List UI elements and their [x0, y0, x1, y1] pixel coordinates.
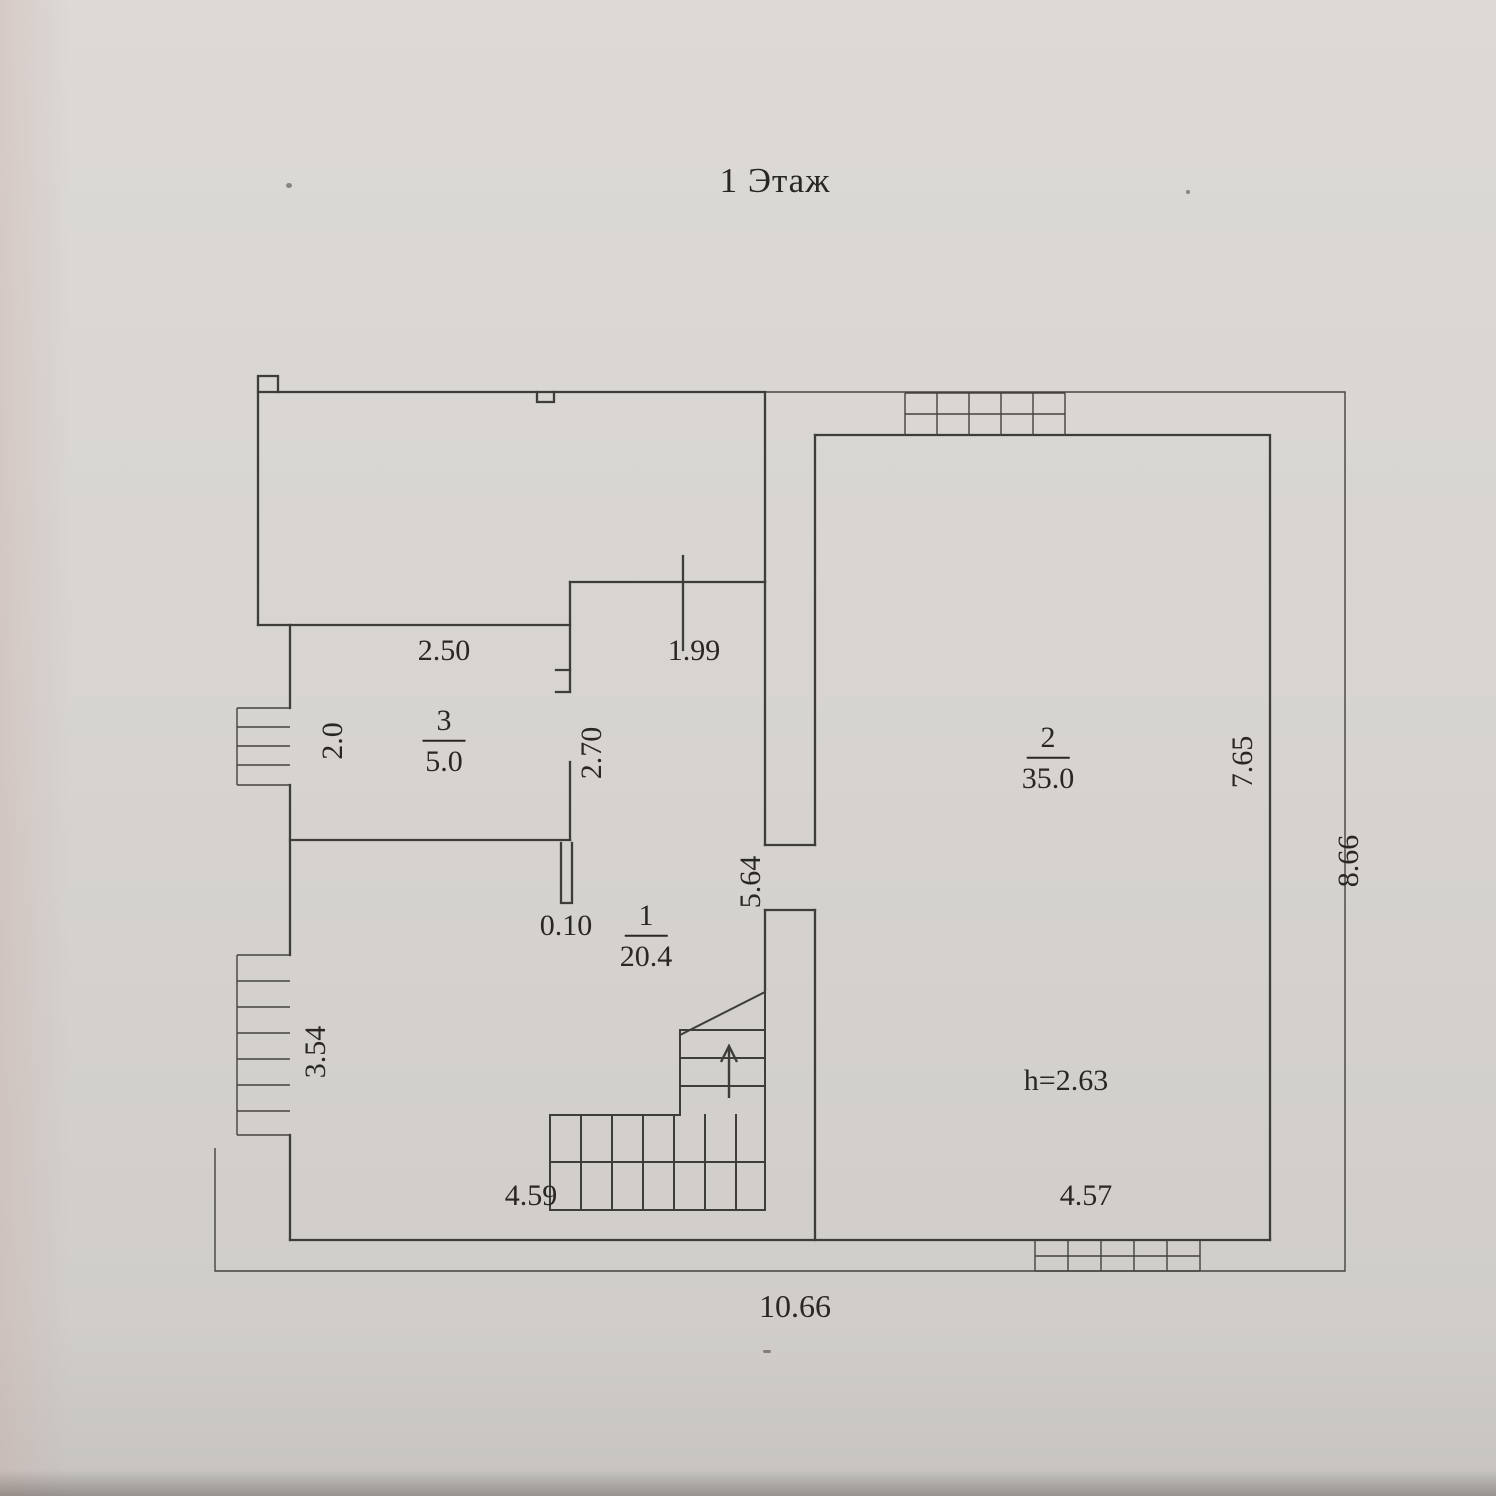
scan-speck [286, 183, 292, 188]
room-2-area: 35.0 [1021, 761, 1075, 795]
room-1-label: 1 20.4 [620, 900, 673, 973]
dim-left-lower-height: 3.54 [299, 1025, 332, 1079]
room-1-number: 1 [624, 900, 668, 937]
dim-wall-thickness: 0.10 [539, 909, 593, 942]
dim-corridor-height: 2.70 [575, 726, 608, 780]
room-3-area: 5.0 [425, 744, 463, 778]
dim-room3-width: 2.50 [417, 634, 471, 667]
page-title: 1 Этаж [719, 161, 831, 200]
dim-room3-height: 2.0 [316, 722, 349, 760]
ceiling-height-note: h=2.63 [1023, 1064, 1109, 1097]
dim-building-height: 8.66 [1332, 834, 1365, 888]
stairs-up-arrow-icon [719, 1043, 739, 1098]
room-2-label: 2 35.0 [1022, 722, 1075, 795]
room-3-number: 3 [422, 705, 466, 742]
staircase [549, 989, 767, 1211]
room-3-label: 3 5.0 [422, 705, 466, 778]
dim-room2-height: 7.65 [1226, 735, 1259, 789]
window-hatches [236, 392, 1201, 1272]
dim-room2-bottom: 4.57 [1059, 1179, 1113, 1212]
dim-room1-bottom: 4.59 [504, 1179, 558, 1212]
scan-speck [763, 1350, 771, 1353]
scan-speck [1186, 190, 1190, 194]
dim-hall-top-width: 1.99 [667, 634, 721, 667]
dim-building-width: 10.66 [759, 1288, 831, 1324]
dim-room1-height: 5.64 [734, 855, 767, 909]
outer-boundary-lines [214, 391, 1346, 1272]
wall-lines [256, 374, 1272, 1242]
room-1-area: 20.4 [619, 939, 673, 973]
room-2-number: 2 [1026, 722, 1070, 759]
